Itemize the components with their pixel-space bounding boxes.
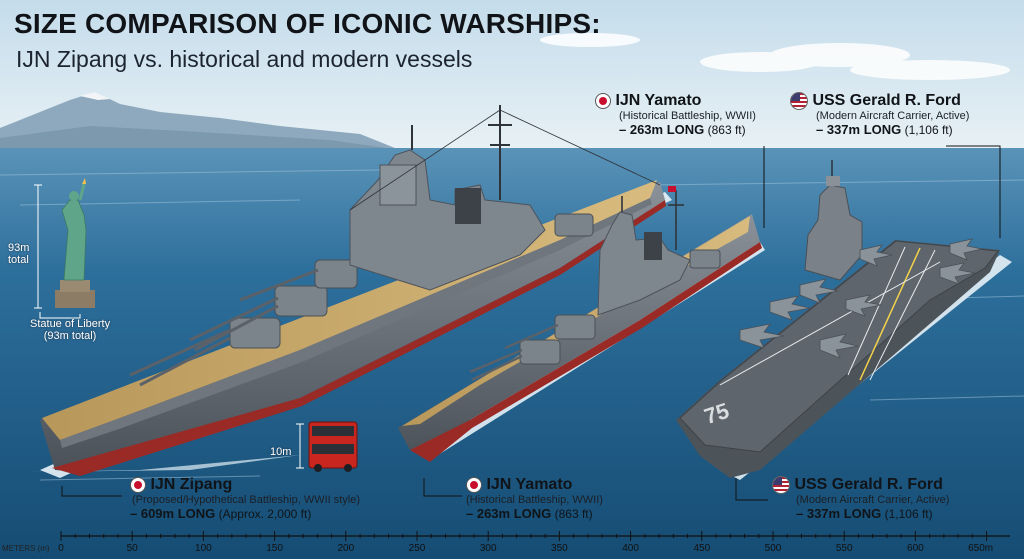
yamato-battleship bbox=[398, 186, 765, 462]
ford-bottom-length-ft: (1,106 ft) bbox=[884, 507, 933, 522]
label-ford-top: USS Gerald R. Ford (Modern Aircraft Carr… bbox=[790, 92, 969, 137]
scale-tick-label: 550 bbox=[835, 543, 853, 554]
statue-height-bracket bbox=[34, 184, 81, 319]
ford-top-length: – 337m LONG bbox=[816, 122, 902, 138]
usa-flag-icon bbox=[772, 476, 790, 494]
scale-ticks bbox=[60, 531, 988, 541]
label-zipang: IJN Zipang (Proposed/Hypothetical Battle… bbox=[130, 476, 360, 521]
scale-tick-label: 0 bbox=[58, 543, 64, 554]
yamato-bottom-desc: (Historical Battleship, WWII) bbox=[466, 494, 603, 506]
ford-bottom-name: USS Gerald R. Ford bbox=[794, 476, 943, 494]
statue-caption: Statue of Liberty (93m total) bbox=[30, 318, 111, 342]
ford-bottom-length: – 337m LONG bbox=[796, 506, 882, 522]
bus-height-label: 10m bbox=[270, 446, 292, 458]
japan-flag-icon bbox=[595, 92, 611, 109]
scale-tick-label: 100 bbox=[195, 543, 212, 554]
aircraft-group bbox=[739, 238, 983, 359]
page-title: SIZE COMPARISON OF ICONIC WARSHIPS: bbox=[14, 8, 601, 39]
zipang-desc: (Proposed/Hypothetical Battleship, WWII … bbox=[132, 494, 361, 506]
label-yamato-top: IJN Yamato (Historical Battleship, WWII)… bbox=[595, 92, 756, 137]
clouds bbox=[540, 33, 1010, 80]
leader-lines bbox=[61, 145, 1001, 501]
zipang-battleship bbox=[30, 105, 672, 478]
page-subtitle: IJN Zipang vs. historical and modern ves… bbox=[16, 46, 473, 72]
scale-tick-label: 650m bbox=[968, 543, 994, 554]
yamato-top-length-ft: (863 ft) bbox=[707, 123, 746, 137]
yamato-bottom-length-ft: (863 ft) bbox=[554, 507, 593, 521]
double-decker-bus bbox=[308, 421, 358, 472]
yamato-bottom-length: – 263m LONG bbox=[466, 506, 552, 521]
scale-tick-label: 50 bbox=[126, 543, 138, 554]
scale-tick-label: 500 bbox=[764, 543, 782, 554]
scale-tick-label: 400 bbox=[622, 543, 639, 554]
scale-tick-label: 300 bbox=[479, 543, 497, 554]
statue-of-liberty bbox=[55, 178, 95, 308]
japan-flag-icon bbox=[466, 476, 482, 493]
scale-tick-label: 200 bbox=[337, 543, 355, 554]
yamato-top-desc: (Historical Battleship, WWII) bbox=[619, 110, 756, 122]
japan-flag-icon bbox=[130, 476, 146, 493]
yamato-top-name: IJN Yamato bbox=[615, 92, 702, 109]
ford-top-desc: (Modern Aircraft Carrier, Active) bbox=[816, 110, 970, 123]
scale-tick-label: 600 bbox=[907, 543, 924, 554]
ford-top-length-ft: (1,106 ft) bbox=[904, 123, 953, 138]
zipang-name: IJN Zipang bbox=[150, 476, 233, 493]
scale-tick-label: 350 bbox=[551, 543, 568, 554]
label-yamato-bottom: IJN Yamato (Historical Battleship, WWII)… bbox=[466, 476, 603, 521]
yamato-top-length: – 263m LONG bbox=[619, 122, 705, 137]
bus-height-bracket bbox=[296, 423, 304, 469]
statue-height-label: 93m total bbox=[8, 242, 30, 266]
usa-flag-icon bbox=[790, 92, 808, 110]
scale-tick-label: 150 bbox=[266, 543, 283, 554]
scale-tick-label: 250 bbox=[408, 543, 426, 554]
scale-title: METERS (m) bbox=[2, 544, 50, 553]
yamato-bottom-name: IJN Yamato bbox=[486, 476, 573, 493]
label-ford-bottom: USS Gerald R. Ford (Modern Aircraft Carr… bbox=[772, 476, 949, 521]
zipang-length-ft: (Approx. 2,000 ft) bbox=[218, 507, 312, 521]
scale-tick-label: 450 bbox=[693, 543, 711, 554]
ford-bottom-desc: (Modern Aircraft Carrier, Active) bbox=[796, 494, 950, 507]
ford-top-name: USS Gerald R. Ford bbox=[812, 92, 961, 110]
ford-aircraft-carrier: 75 bbox=[676, 160, 1012, 480]
zipang-length: – 609m LONG bbox=[130, 506, 216, 521]
